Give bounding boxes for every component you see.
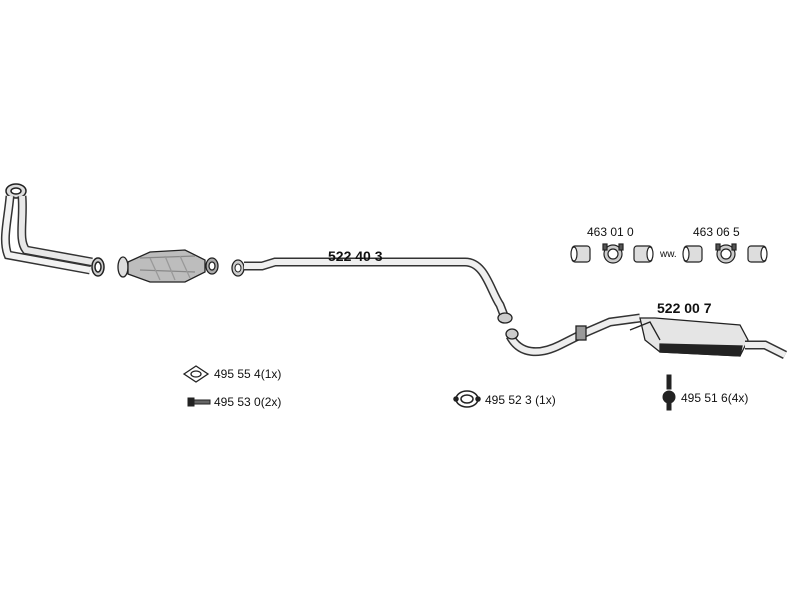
rubber-hanger-icon <box>662 374 676 411</box>
bolt-icon <box>187 397 211 407</box>
oval-gasket-qty: (1x) <box>260 367 282 381</box>
oval-gasket-part-number: 495 55 4(1x) <box>214 367 281 381</box>
oval-gasket-icon <box>182 365 210 383</box>
bolt-number: 495 53 0 <box>214 395 261 409</box>
middle-pipe <box>231 257 513 324</box>
bolt-qty: (2x) <box>260 395 282 409</box>
catalytic-converter <box>117 249 219 283</box>
rear-muffler <box>505 313 788 360</box>
rear-muffler-part-number: 522 00 7 <box>657 300 712 316</box>
ring-gasket-icon <box>453 390 481 408</box>
hanger-number: 495 51 6 <box>681 391 728 405</box>
clamp-b-part-number: 463 06 5 <box>693 225 740 239</box>
ring-gasket-part-number: 495 52 3 (1x) <box>485 393 556 407</box>
middle-pipe-part-number: 522 40 3 <box>328 248 383 264</box>
ring-gasket-number: 495 52 3 <box>485 393 532 407</box>
oval-gasket-number: 495 55 4 <box>214 367 261 381</box>
clamp-icon <box>682 243 768 264</box>
clamp-a-part-number: 463 01 0 <box>587 225 634 239</box>
hanger-qty: (4x) <box>727 391 749 405</box>
bolt-part-number: 495 53 0(2x) <box>214 395 281 409</box>
clamp-separator: ww. <box>660 249 677 260</box>
ring-gasket-qty: (1x) <box>535 393 556 407</box>
front-pipe <box>0 183 105 277</box>
hanger-part-number: 495 51 6(4x) <box>681 391 748 405</box>
clamp-icon <box>570 243 654 264</box>
